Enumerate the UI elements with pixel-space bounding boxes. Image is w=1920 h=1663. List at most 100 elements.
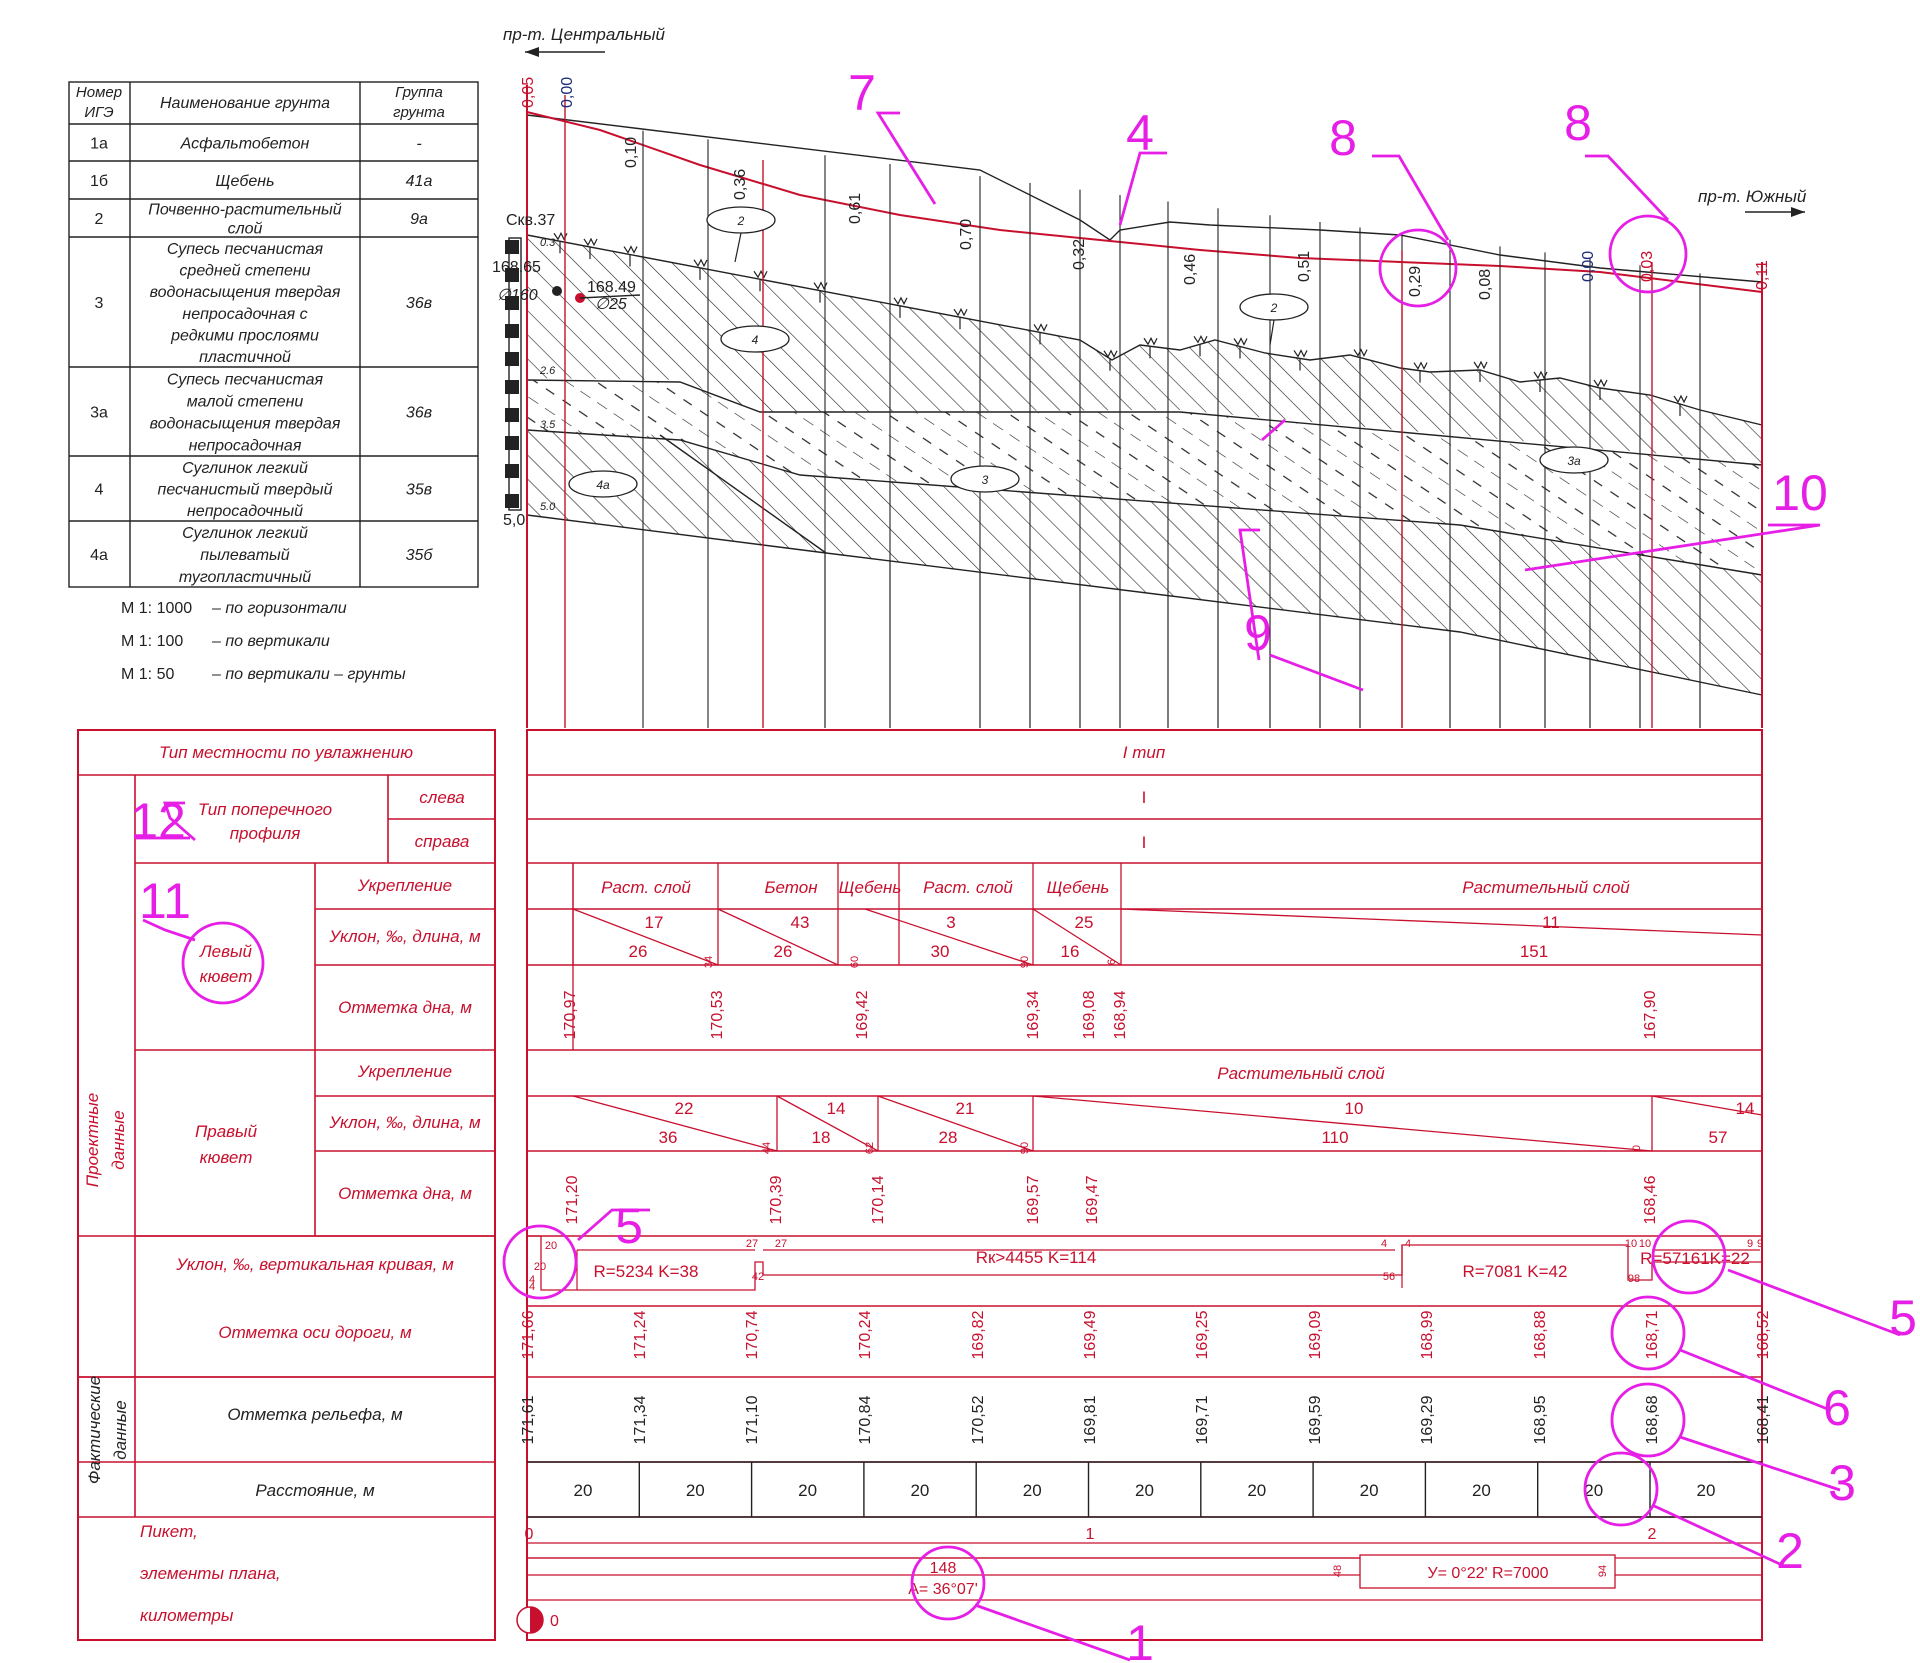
vertical-curve: R=5234 K=38 (594, 1262, 699, 1281)
right-slope-end: 62 (864, 1142, 876, 1154)
layer-id-ellipse (950, 465, 1020, 493)
top-elevation-diff: 0,51 (1296, 251, 1313, 282)
left-reinforcement: Щебень (1047, 878, 1110, 897)
grade-small-value: 27 (775, 1238, 787, 1250)
top-elevation-diff: 0,11 (1754, 260, 1771, 290)
callout-leader-line (1727, 1268, 1901, 1337)
callout-number: 6 (1823, 1380, 1851, 1436)
terrain-value: I тип (1123, 743, 1166, 762)
legend-group: 41а (406, 173, 433, 190)
top-elevation-diff: 0,32 (1071, 239, 1088, 270)
callout-circle-icon (910, 1545, 986, 1621)
relief-mark-value: 170,84 (857, 1395, 874, 1444)
grade-label: Уклон, ‰, вертикальная кривая, м (175, 1255, 454, 1274)
relief-mark-value: 168,68 (1644, 1395, 1661, 1444)
legend-id: 1а (90, 136, 108, 153)
distance-label: Расстояние, м (255, 1481, 375, 1500)
top-elevation-diff: 0,29 (1407, 266, 1424, 297)
relief-mark-value: 170,52 (970, 1395, 987, 1444)
callout-leader-line (875, 111, 937, 205)
legend-name: Супесь песчанистая (167, 241, 324, 258)
relief-mark-value: 171,10 (744, 1395, 761, 1444)
callout-circle-icon (1608, 214, 1688, 294)
left-reinforcement: Растительный слой (1462, 878, 1630, 897)
callout-number: 5 (1889, 1290, 1917, 1346)
right-slope-end: 90 (1019, 1142, 1031, 1154)
layer-lower (660, 435, 1762, 695)
picket-label: Пикет, (140, 1522, 198, 1541)
callout-number: 1 (1126, 1615, 1154, 1663)
top-elevation-diff: 0,00 (1580, 251, 1597, 282)
borehole: Скв.37 168.65 ∅160 168.49 ∅25 5,0 (492, 212, 641, 529)
legend-name: малой степени (187, 394, 304, 411)
legend-group: 36в (406, 295, 432, 312)
legend-header-name: Наименование грунта (160, 95, 330, 112)
grass-tick-icon (893, 296, 908, 318)
legend-name: пластичной (199, 349, 291, 366)
scale-text: – по вертикали (211, 633, 330, 650)
callout-number: 5 (615, 1198, 643, 1254)
callout-number: 12 (130, 793, 186, 849)
legend-name: Почвенно-растительный (148, 202, 342, 219)
top-elevation-diff: 0,08 (1477, 269, 1494, 300)
right-ditch-row-label: Уклон, ‰, длина, м (328, 1113, 481, 1132)
left-slope-length: 26 (629, 942, 648, 961)
legend-name: водонасыщения твердая (150, 416, 341, 433)
distance-value: 20 (1697, 1481, 1716, 1500)
cross-profile-label: профиля (230, 824, 301, 843)
axis-mark-value: 169,09 (1307, 1310, 1324, 1359)
axis-mark-value: 171,24 (632, 1310, 649, 1359)
relief-mark-value: 171,61 (520, 1395, 537, 1444)
left-reinforcement: Бетон (764, 878, 818, 897)
legend-name: песчанистый твердый (158, 482, 333, 499)
legend-name: редкими прослоями (170, 328, 319, 345)
legend-header-group: грунта (393, 104, 445, 121)
grass-tick-icon (813, 281, 828, 303)
top-elevation-diff: 0,00 (559, 77, 576, 108)
grass-tick-icon (623, 245, 638, 267)
left-ditch-row-label: Укрепление (357, 876, 452, 895)
left-slope-length: 151 (1520, 942, 1548, 961)
layer-id-label: 2 (737, 214, 745, 228)
legend-name: Асфальтобетон (180, 136, 310, 153)
relief-mark-value: 171,34 (632, 1395, 649, 1444)
grade-small-value: 27 (746, 1238, 758, 1250)
right-ditch-row-label: Отметка дна, м (338, 1184, 472, 1203)
callout-leader-line (1261, 418, 1286, 442)
callout-leader-line (1118, 151, 1167, 226)
right-slope-value: 14 (827, 1099, 846, 1118)
callout-number: 3 (1828, 1455, 1856, 1511)
scale-value: М 1: 50 (121, 666, 174, 683)
vertical-curve: R=57161K=22 (1640, 1249, 1750, 1268)
right-reinforcement: Растительный слой (1217, 1064, 1385, 1083)
grade-small-value: 9 (1757, 1238, 1763, 1250)
grass-tick-icon (1593, 378, 1608, 400)
right-slope-value: 21 (956, 1099, 975, 1118)
right-slope-length: 28 (939, 1128, 958, 1147)
axis-mark-value: 168,99 (1419, 1310, 1436, 1359)
picket-value: 2 (1648, 1526, 1657, 1543)
grass-tick-icon (1533, 370, 1548, 392)
grass-tick-icon (753, 269, 768, 292)
callout-number: 8 (1329, 110, 1357, 166)
axis-mark-value: 171,66 (520, 1310, 537, 1359)
scale-value: М 1: 100 (121, 633, 183, 650)
callout-number: 9 (1244, 605, 1272, 661)
top-elevation-diff: 0,36 (732, 169, 749, 200)
legend-name: непросадочная (189, 438, 302, 455)
grade-small-value: 4 (529, 1274, 535, 1286)
legend-name: непросадочная с (182, 306, 307, 323)
left-reinforcement: Раст. слой (923, 878, 1013, 897)
callout-leader-line (1679, 1348, 1831, 1412)
grass-tick-icon (693, 258, 708, 280)
legend-group: 35в (406, 482, 432, 499)
vertical-curve: R=7081 K=42 (1463, 1262, 1568, 1281)
layer-4 (527, 235, 1762, 463)
right-slope-value: 14 (1736, 1099, 1755, 1118)
distance-value: 20 (1584, 1481, 1603, 1500)
right-ditch-bottom-mark: 169,47 (1084, 1175, 1101, 1224)
layer-id-label: 3а (1567, 454, 1581, 468)
grade-small-value: 4 (1405, 1238, 1411, 1250)
right-slope-value: 10 (1345, 1099, 1364, 1118)
